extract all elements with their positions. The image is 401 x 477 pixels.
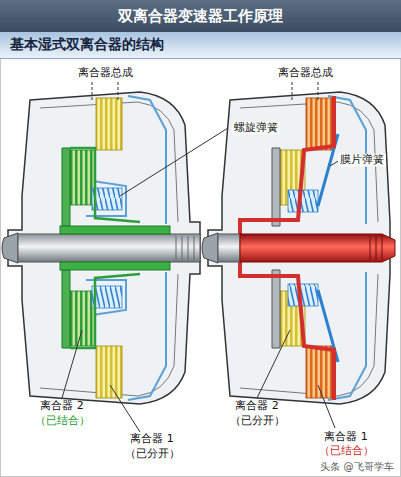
input-shaft <box>218 234 240 262</box>
coil-spring <box>288 190 318 212</box>
clutch-label: 离合器 1 <box>324 431 368 444</box>
clutch2-plates <box>70 150 95 205</box>
clutch-label: 离合器 2 <box>40 400 84 413</box>
title-bar: 双离合器变速器工作原理 <box>0 0 401 32</box>
left-clutch <box>2 92 200 404</box>
state-label: （已分开） <box>125 448 180 461</box>
housing <box>8 92 200 404</box>
state-label: （已结合） <box>319 445 374 458</box>
coil-spring <box>288 284 318 306</box>
leader-line <box>120 128 228 196</box>
leader-line <box>257 330 290 398</box>
state-label: （已分开） <box>230 415 285 428</box>
clutch1-plates <box>96 98 122 150</box>
state-label: （已结合） <box>35 415 90 428</box>
clutch1-plates <box>306 346 332 398</box>
shaft-end <box>202 233 218 263</box>
section-heading: 基本湿式双离合器的结构 <box>0 36 164 54</box>
part-label: 膜片弹簧 <box>338 154 386 167</box>
leader-line <box>318 385 335 428</box>
shaft-splines <box>176 236 194 260</box>
coil-spring <box>92 188 122 210</box>
section-band: 基本湿式双离合器的结构 <box>0 32 401 59</box>
assembly-label: 离合器总成 <box>78 67 133 80</box>
hollow-shaft <box>60 262 170 270</box>
clutch-label: 离合器 2 <box>235 400 279 413</box>
coil-spring <box>92 286 122 308</box>
clutch2-plates <box>70 291 95 346</box>
hollow-shaft <box>60 226 170 234</box>
input-shaft <box>18 234 200 262</box>
leader-line <box>110 385 140 432</box>
clutch1-plates <box>306 98 332 150</box>
right-clutch <box>202 92 395 404</box>
assembly-bracket <box>92 82 318 102</box>
assembly-label: 离合器总成 <box>278 67 333 80</box>
main-shaft <box>240 234 395 262</box>
leader-line <box>62 330 82 398</box>
part-label: 螺旋弹簧 <box>232 122 280 135</box>
leader-lines <box>62 82 340 432</box>
clutch1-plates <box>96 346 122 398</box>
shaft-end <box>2 233 18 263</box>
clutch-label: 离合器 1 <box>130 433 174 446</box>
shaft-splines <box>370 236 382 260</box>
watermark: 头条 @飞哥学车 <box>320 461 393 473</box>
